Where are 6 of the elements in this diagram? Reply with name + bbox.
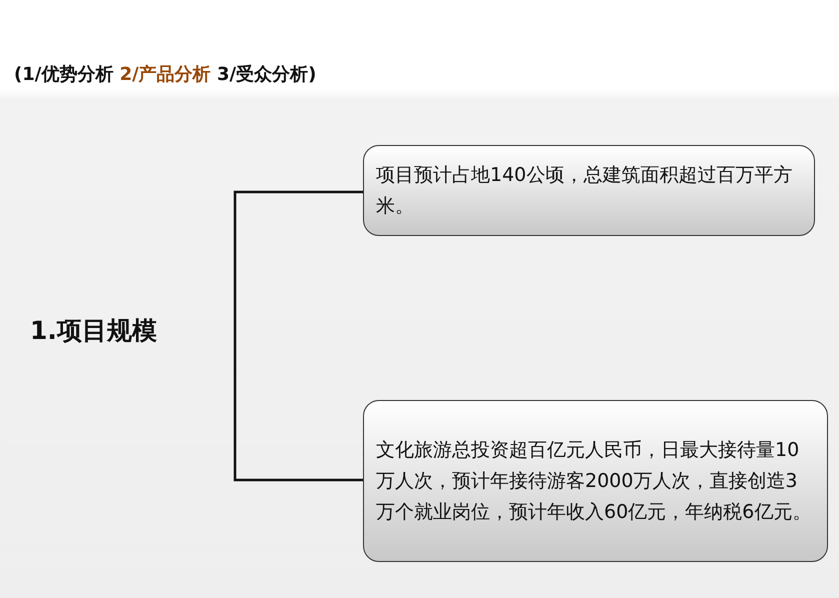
text-box: 文化旅游总投资超百亿元人民币，日最大接待量10万人次，预计年接待游客2000万人次，直接创造3万个就业岗位，预计年收入60亿元，年纳税6亿元。 bbox=[363, 400, 828, 562]
title: (1/优势分析 2/产品分析 3/受众分析) bbox=[14, 63, 316, 86]
connector-line bbox=[234, 190, 363, 331]
connector-line bbox=[234, 331, 363, 482]
text-box: 项目预计占地140公顷，总建筑面积超过百万平方米。 bbox=[363, 145, 815, 236]
heading-text: 1.项目规模 bbox=[30, 312, 235, 350]
